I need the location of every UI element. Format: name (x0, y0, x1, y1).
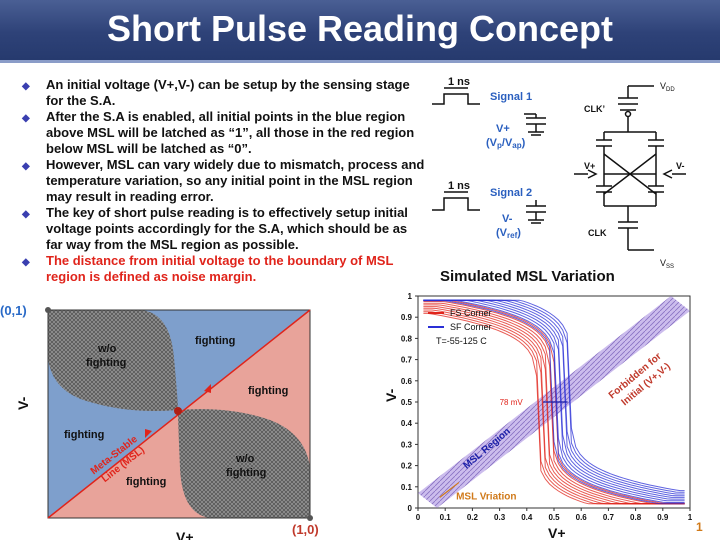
msl-region-diagram: (0,1) (1,0) V- V+ w/o fighting fighting … (0, 303, 319, 540)
y-tick-label: 1 (408, 292, 413, 301)
sf-corner-curve (423, 300, 685, 505)
y-tick-label: 0 (408, 504, 413, 513)
x-tick-label: 1 (688, 513, 693, 522)
corner-bottom-label: (1,0) (292, 522, 319, 537)
vminus-input-label: V- (502, 213, 513, 225)
title-divider (0, 60, 720, 63)
wo-fighting-top-1: w/o (97, 343, 117, 355)
x-tick-label: 0.1 (440, 513, 452, 522)
bullet-item: ◆After the S.A is enabled, all initial p… (22, 109, 415, 156)
fighting-left-label: fighting (64, 429, 104, 441)
x-tick-label: 0.9 (657, 513, 669, 522)
x-tick-label: 0 (416, 513, 421, 522)
y-axis-label: V- (15, 396, 31, 410)
diamond-bullet-icon: ◆ (22, 161, 30, 172)
y-tick-label: 0.6 (401, 377, 413, 386)
x-tick-label: 0.6 (576, 513, 588, 522)
x-tick-label: 0.4 (521, 513, 533, 522)
msl-variation-arrow (439, 482, 460, 498)
wo-fighting-bottom-2: fighting (226, 467, 266, 479)
fs-corner-curve (423, 301, 685, 505)
clk-label: CLK (588, 228, 607, 238)
vplus-input-label: V+ (496, 123, 510, 135)
title-bar: Short Pulse Reading Concept (0, 0, 720, 60)
diamond-bullet-icon: ◆ (22, 113, 30, 124)
y-tick-label: 0.1 (401, 483, 413, 492)
bullet-list: ◆An initial voltage (V+,V-) can be setup… (22, 77, 427, 285)
chart-x-label: V+ (548, 525, 566, 540)
fighting-top-right-label: fighting (195, 335, 235, 347)
x-tick-label: 0.7 (603, 513, 615, 522)
legend-fs-label: FS Corner (450, 308, 492, 318)
node-vplus-label: V+ (584, 161, 595, 171)
diamond-bullet-icon: ◆ (22, 257, 30, 268)
y-tick-label: 0.2 (401, 462, 413, 471)
fighting-right-label: fighting (248, 385, 288, 397)
chart-y-label: V- (383, 388, 399, 402)
y-tick-label: 0.3 (401, 440, 413, 449)
y-tick-label: 0.5 (401, 398, 413, 407)
x-tick-label: 0.2 (467, 513, 479, 522)
signal-1-label: Signal 1 (490, 91, 532, 103)
y-tick-label: 0.8 (401, 334, 413, 343)
signal-2-label: Signal 2 (490, 187, 532, 199)
vp-vap-label: (Vp/Vap) (486, 137, 526, 150)
pulse-1-label: 1 ns (448, 76, 470, 88)
legend-temp-note: T=-55-125 C (436, 336, 487, 346)
y-tick-label: 0.9 (401, 313, 413, 322)
y-tick-label: 0.7 (401, 356, 413, 365)
x-tick-label: 0.5 (548, 513, 560, 522)
page-title: Short Pulse Reading Concept (106, 8, 614, 49)
clk-prime-label: CLK’ (584, 104, 605, 114)
y-tick-label: 0.4 (401, 419, 413, 428)
bullet-item: ◆An initial voltage (V+,V-) can be setup… (22, 77, 410, 108)
diamond-bullet-icon: ◆ (22, 81, 30, 92)
vref-label: (Vref) (496, 227, 521, 240)
vss-label: VSS (660, 258, 674, 270)
corner-top-label: (0,1) (0, 303, 27, 318)
x-tick-label: 0.8 (630, 513, 642, 522)
x-axis-label: V+ (176, 529, 194, 540)
sf-corner-curve (423, 299, 685, 492)
x-tick-label: 0.3 (494, 513, 506, 522)
bullet-item: ◆However, MSL can vary widely due to mis… (22, 157, 425, 204)
simulated-msl-title: Simulated MSL Variation (440, 268, 615, 285)
page-number: 1 (696, 520, 703, 534)
fighting-bottom-label: fighting (126, 476, 166, 488)
msl-variation-label: MSL Vriation (456, 492, 516, 503)
mv-annotation: 78 mV (500, 398, 524, 407)
msl-variation-chart: 0 0.1 0.2 0.3 0.4 0.5 0.6 0.7 0.8 0.9 1 0 0.1 0.2 0.3 0… (383, 292, 693, 540)
bullet-item: ◆The key of short pulse reading is to ef… (22, 205, 408, 252)
wo-fighting-bottom-1: w/o (235, 453, 255, 465)
bullet-item-noise-margin: ◆The distance from initial voltage to th… (22, 253, 394, 284)
vdd-label: VDD (660, 81, 675, 93)
legend-sf-label: SF Corner (450, 322, 492, 332)
pulse-2-label: 1 ns (448, 180, 470, 192)
sense-amplifier-schematic: 1 ns 1 ns Signal 1 V+ (Vp/Vap) Signal 2 … (432, 76, 686, 270)
node-vminus-label: V- (676, 161, 685, 171)
msl-center-dot (174, 407, 182, 415)
wo-fighting-top-2: fighting (86, 357, 126, 369)
fs-corner-curve (423, 302, 685, 505)
diamond-bullet-icon: ◆ (22, 209, 30, 220)
